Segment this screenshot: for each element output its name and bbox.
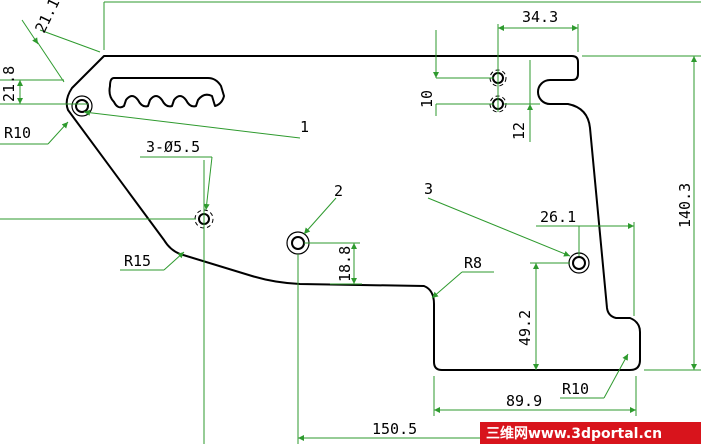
part-outline	[65, 55, 641, 371]
dim-hole-lower-offset: 12	[510, 122, 528, 140]
watermark-badge	[480, 422, 701, 444]
callout-3: 3	[424, 180, 433, 198]
dim-left-offset: 21.8	[0, 66, 18, 102]
dim-right-hole-h: 26.1	[540, 208, 576, 226]
callout-1: 1	[300, 118, 309, 136]
dim-hole-spacing-v: 10	[418, 90, 436, 108]
hole-1	[71, 95, 93, 117]
dim-r-step: R8	[464, 254, 482, 272]
dim-overall-height: 140.3	[676, 183, 694, 228]
comb-slot	[108, 77, 225, 109]
watermark-text: 三维网www.3dportal.cn	[486, 425, 662, 442]
dim-hole-callout: 3-Ø5.5	[146, 138, 200, 156]
dim-overall-width: 150.5	[372, 420, 417, 438]
dim-bottom-width: 89.9	[506, 392, 542, 410]
callout-2: 2	[334, 182, 343, 200]
dim-r-bottom-right: R10	[562, 380, 589, 398]
dim-r-left-mid: R15	[124, 252, 151, 270]
dim-angled-offset: 21.1	[31, 0, 63, 36]
dim-r-top-left: R10	[4, 124, 31, 142]
dim-top-width: 34.3	[522, 8, 558, 26]
dim-hole2-v: 18.8	[336, 246, 354, 282]
dim-hole3-v: 49.2	[516, 310, 534, 346]
